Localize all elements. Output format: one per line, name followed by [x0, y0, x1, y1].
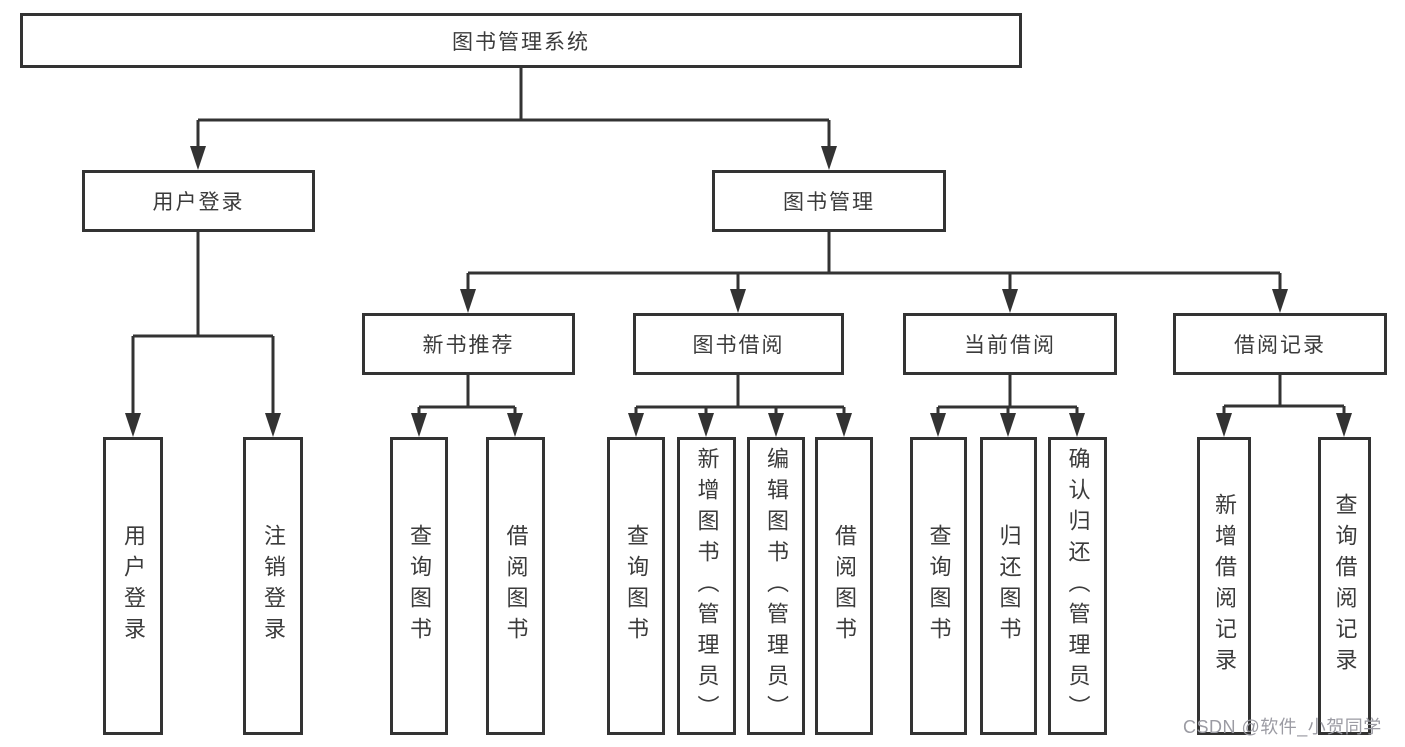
- node-label: 图书管理: [783, 191, 875, 214]
- leaf-cb-return-books: 归还图书: [980, 437, 1037, 735]
- leaf-nb-borrow-books: 借阅图书: [486, 437, 545, 735]
- node-label: 借阅图书: [503, 524, 529, 648]
- node-book-borrowing: 图书借阅: [633, 313, 844, 375]
- node-label: 用户登录: [152, 191, 245, 214]
- node-label: 借阅记录: [1234, 334, 1326, 357]
- leaf-bb-edit-books-admin: 编辑图书（管理员）: [747, 437, 805, 735]
- leaf-logout: 注销登录: [243, 437, 303, 735]
- arrowhead: [125, 413, 141, 437]
- node-label: 图书借阅: [692, 334, 785, 357]
- arrowhead: [411, 413, 427, 437]
- leaf-bb-borrow-books: 借阅图书: [815, 437, 873, 735]
- node-book-management: 图书管理: [712, 170, 946, 232]
- leaf-br-add-record: 新增借阅记录: [1197, 437, 1251, 735]
- csdn-watermark: CSDN @软件_小贺同学: [1183, 717, 1382, 737]
- node-new-book-recommend: 新书推荐: [362, 313, 575, 375]
- arrowhead: [930, 413, 946, 437]
- arrowhead: [1272, 289, 1288, 313]
- arrowhead: [507, 413, 523, 437]
- node-label: 新书推荐: [422, 334, 515, 357]
- arrowhead: [1000, 413, 1016, 437]
- node-label: 查询图书: [624, 524, 649, 648]
- leaf-bb-query-books: 查询图书: [607, 437, 665, 735]
- arrowhead: [628, 413, 644, 437]
- arrowhead: [768, 413, 784, 437]
- connector-book-borrowing: [634, 375, 846, 416]
- node-label: 新增借阅记录: [1212, 493, 1237, 679]
- node-label: 编辑图书（管理员）: [764, 446, 789, 726]
- arrowhead: [265, 413, 281, 437]
- node-label: 确认归还（管理员）: [1065, 446, 1091, 726]
- node-label: 借阅图书: [832, 524, 857, 648]
- node-label: 图书管理系统: [452, 30, 590, 54]
- leaf-user-login: 用户登录: [103, 437, 163, 735]
- arrowhead: [460, 289, 476, 313]
- arrowhead: [730, 289, 746, 313]
- node-library-management-system: 图书管理系统: [20, 13, 1022, 68]
- connector-book-management: [466, 232, 1282, 292]
- node-label: 新增图书（管理员）: [694, 446, 720, 726]
- leaf-cb-query-books: 查询图书: [910, 437, 967, 735]
- node-label: 查询借阅记录: [1332, 493, 1358, 679]
- node-label: 用户登录: [121, 524, 146, 648]
- connector-user-login: [131, 232, 275, 416]
- arrowhead: [836, 413, 852, 437]
- connector-root: [196, 68, 831, 150]
- arrowhead: [1002, 289, 1018, 313]
- leaf-br-query-record: 查询借阅记录: [1318, 437, 1371, 735]
- node-label: 注销登录: [261, 524, 286, 648]
- arrowhead: [1336, 413, 1352, 437]
- arrowheads: [125, 146, 1352, 437]
- arrowhead: [1069, 413, 1085, 437]
- arrowhead: [190, 146, 206, 170]
- node-label: 查询图书: [407, 524, 432, 648]
- arrowhead: [821, 146, 837, 170]
- node-user-login: 用户登录: [82, 170, 315, 232]
- leaf-bb-add-books-admin: 新增图书（管理员）: [677, 437, 736, 735]
- connector-borrowing-records: [1222, 375, 1346, 416]
- connector-new-book-recommend: [417, 375, 517, 416]
- node-label: 归还图书: [996, 524, 1022, 648]
- node-current-borrowing: 当前借阅: [903, 313, 1117, 375]
- node-borrowing-records: 借阅记录: [1173, 313, 1387, 375]
- leaf-cb-confirm-return-admin: 确认归还（管理员）: [1048, 437, 1107, 735]
- arrowhead: [1216, 413, 1232, 437]
- node-label: 当前借阅: [964, 334, 1056, 357]
- leaf-nb-query-books: 查询图书: [390, 437, 448, 735]
- node-label: 查询图书: [926, 524, 952, 648]
- connector-current-borrowing: [936, 375, 1079, 416]
- arrowhead: [698, 413, 714, 437]
